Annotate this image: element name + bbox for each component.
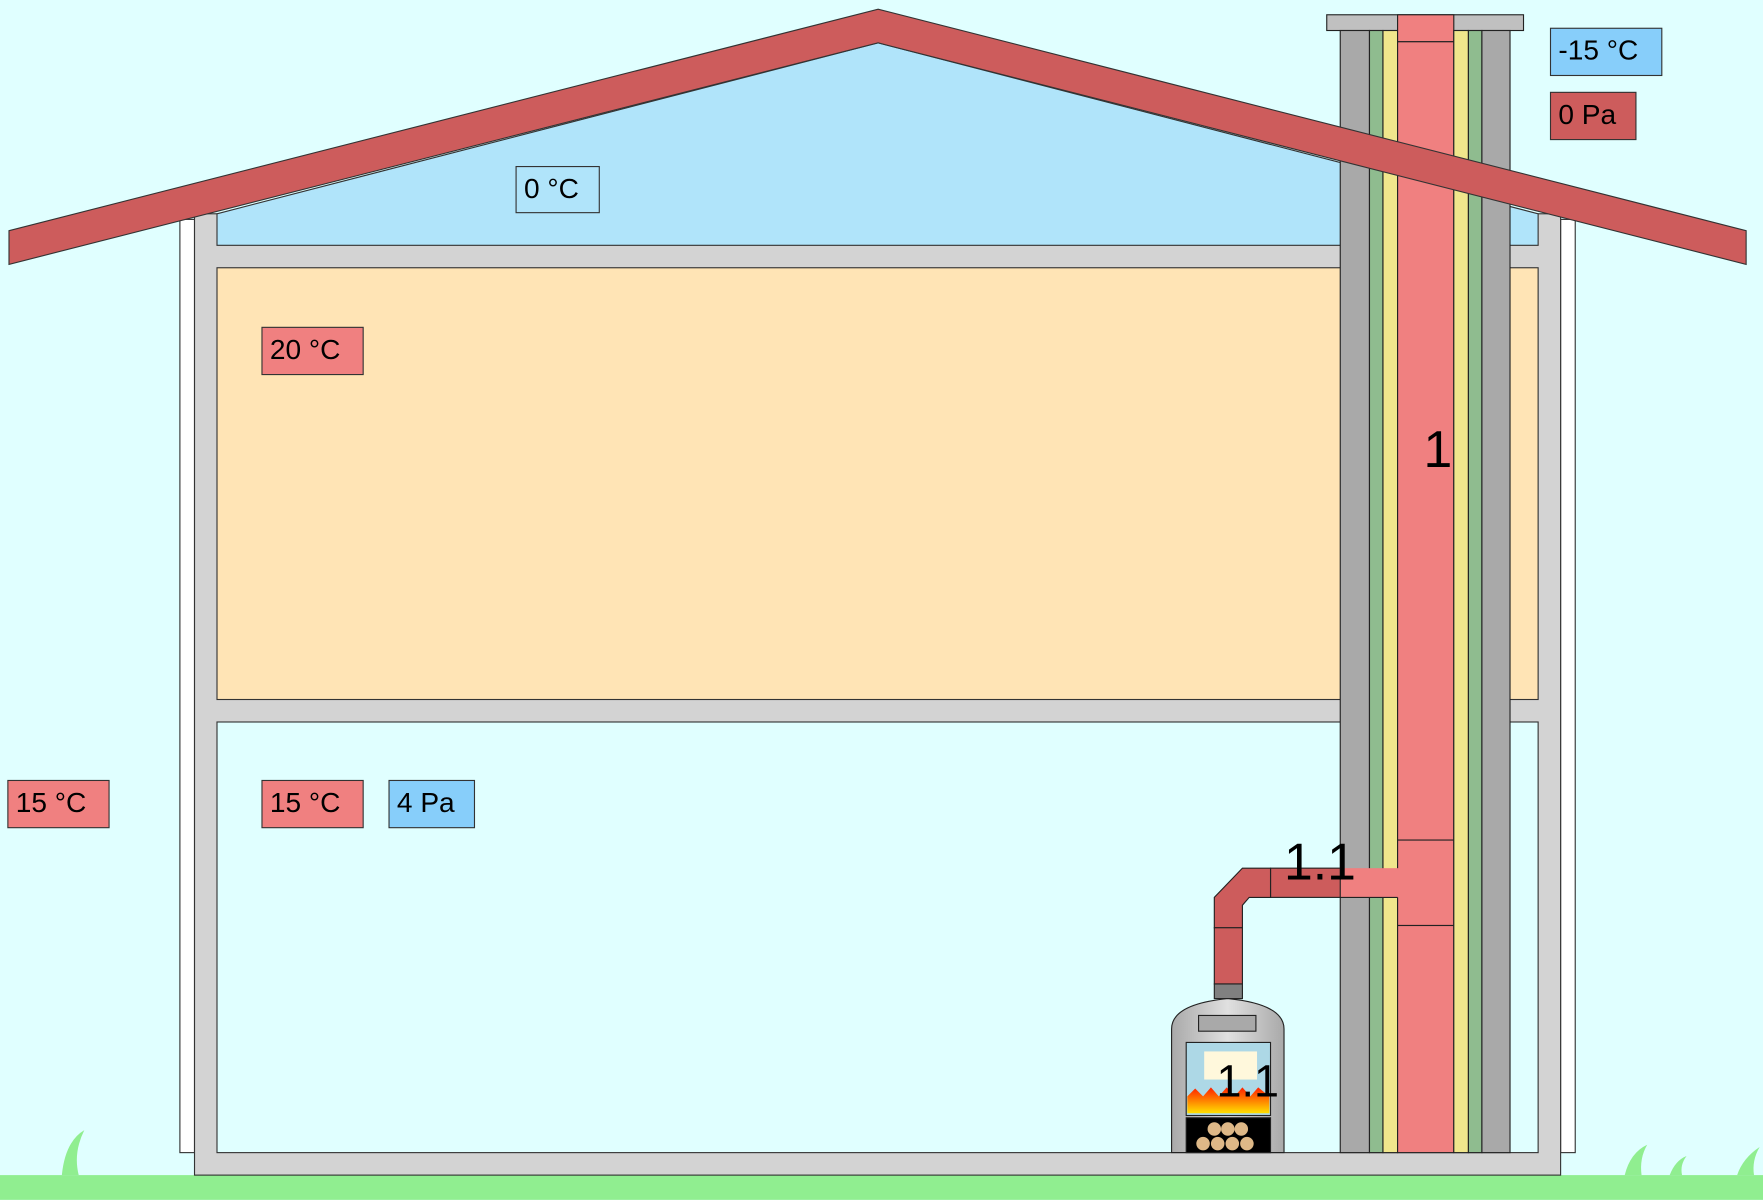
stove-pipe bbox=[1213, 867, 1399, 1000]
label-outside-left-temp: 15 °C bbox=[7, 779, 110, 829]
svg-text:0 Pa: 0 Pa bbox=[1558, 99, 1616, 130]
svg-text:15 °C: 15 °C bbox=[270, 787, 341, 818]
svg-text:0 °C: 0 °C bbox=[524, 173, 579, 204]
ground bbox=[0, 1175, 1763, 1200]
svg-text:15 °C: 15 °C bbox=[16, 787, 87, 818]
svg-text:4 Pa: 4 Pa bbox=[397, 787, 455, 818]
label-upper-room-temp: 20 °C bbox=[261, 326, 364, 376]
label-attic-temp: 0 °C bbox=[515, 165, 600, 214]
fire-icon bbox=[1187, 1087, 1270, 1114]
outer-cladding-left bbox=[179, 218, 196, 1154]
firewood-icon bbox=[1196, 1122, 1254, 1151]
label-lower-room-pressure: 4 Pa bbox=[388, 779, 476, 829]
roof bbox=[8, 8, 1747, 266]
upper-room bbox=[216, 267, 1539, 701]
pipe-section-label: 1.1 bbox=[1284, 832, 1356, 890]
stove-section-label: 1.1 bbox=[1217, 1055, 1280, 1106]
svg-text:-15 °C: -15 °C bbox=[1558, 35, 1638, 66]
chimney-section-label: 1 bbox=[1423, 420, 1452, 478]
label-outside-temp: -15 °C bbox=[1549, 27, 1663, 77]
label-lower-room-temp: 15 °C bbox=[261, 779, 364, 829]
label-outside-pressure: 0 Pa bbox=[1549, 91, 1637, 141]
outer-cladding-right bbox=[1560, 218, 1576, 1154]
svg-text:20 °C: 20 °C bbox=[270, 334, 341, 365]
stove bbox=[1171, 998, 1285, 1154]
grass-tufts bbox=[61, 1130, 1760, 1176]
